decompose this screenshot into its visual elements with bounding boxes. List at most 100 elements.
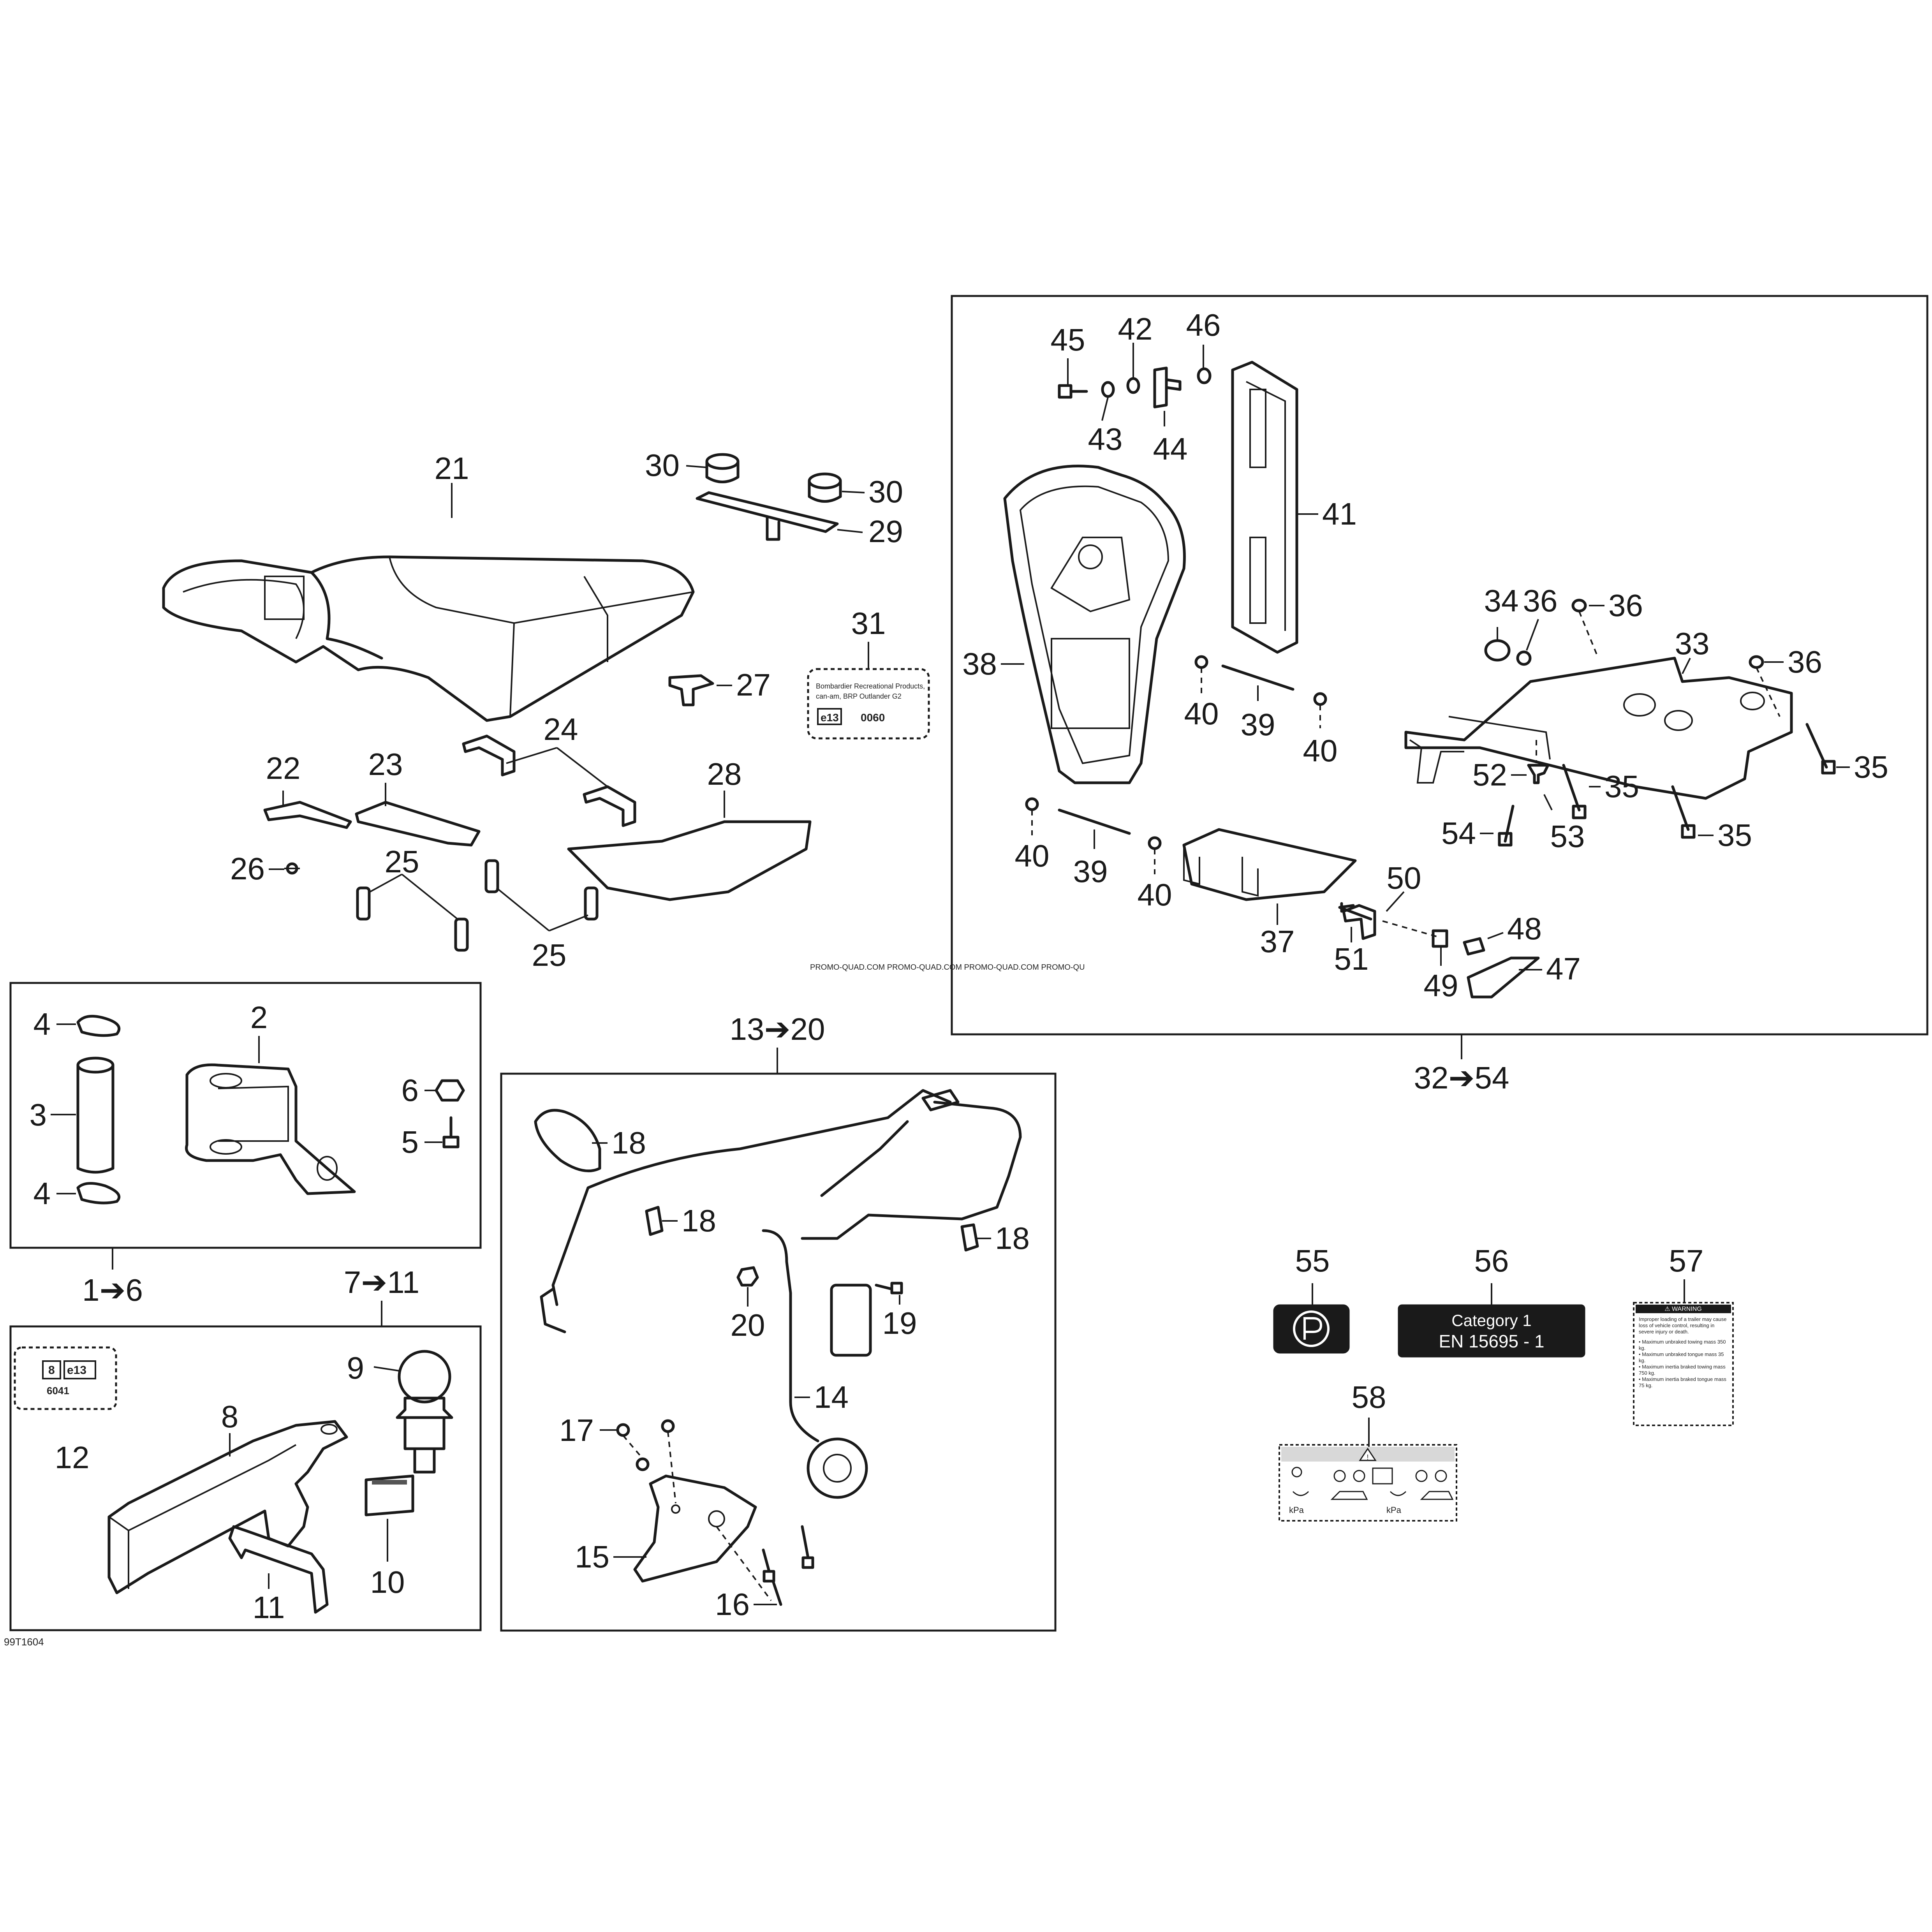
svg-text:EN 15695 - 1: EN 15695 - 1: [1439, 1331, 1544, 1351]
callout-2: 2: [250, 1000, 268, 1035]
decal-10-part: [365, 1474, 414, 1516]
svg-text:e13: e13: [67, 1364, 86, 1377]
callout-20: 20: [731, 1308, 765, 1342]
callout-29: 29: [868, 514, 903, 549]
backrest-support-part: [1231, 361, 1298, 654]
callout-10: 10: [370, 1565, 405, 1599]
callout-23: 23: [368, 747, 403, 782]
warning-triangle-icon: !: [1359, 1448, 1377, 1461]
bracket-44-part: [1153, 366, 1182, 409]
callout-8: 8: [221, 1399, 239, 1434]
bolt-5-part: [442, 1116, 460, 1148]
mirror-bracket-18-part: [534, 1109, 979, 1252]
callout-15: 15: [575, 1539, 609, 1574]
receiver-tube-8-part: [107, 1420, 348, 1594]
backrest-mount-plate-part: [1404, 657, 1793, 800]
svg-text:8: 8: [48, 1364, 55, 1377]
callout-41: 41: [1322, 497, 1357, 531]
pivot-pin-part: [1058, 664, 1294, 835]
callout-24: 24: [544, 712, 578, 747]
atv-icon: [1291, 1467, 1454, 1500]
callout-30-right: 30: [868, 474, 903, 509]
socket-bracket-15-part: [633, 1474, 757, 1583]
callout-35-b: 35: [1717, 818, 1752, 852]
callout-52: 52: [1472, 757, 1507, 792]
hitch-pin-3-part: [76, 1057, 114, 1174]
svg-text:Category 1: Category 1: [1451, 1311, 1531, 1330]
callout-53: 53: [1550, 819, 1585, 854]
parking-brake-icon: [1293, 1310, 1330, 1347]
fastener-part: [1484, 599, 1836, 847]
watermark: PROMO-QUAD.COM PROMO-QUAD.COM PROMO-QUAD…: [810, 963, 1085, 972]
screw-16-part: [762, 1525, 814, 1606]
nut-46-part: [1197, 367, 1212, 384]
callout-27: 27: [736, 667, 771, 702]
callout-17: 17: [559, 1413, 594, 1448]
callout-4-bottom: 4: [33, 1176, 51, 1211]
warning-decal-57: ⚠ WARNING Improper loading of a trailer …: [1633, 1302, 1734, 1426]
group-label-13-20: 13➔20: [730, 1012, 825, 1046]
callout-39-a: 39: [1241, 707, 1275, 742]
harness-group-frame: [500, 1073, 1057, 1632]
svg-text:can-am, BRP Outlander G2: can-am, BRP Outlander G2: [816, 692, 902, 700]
group-label-32-54: 32➔54: [1414, 1060, 1509, 1095]
seat-bracket-part: [462, 734, 636, 827]
latch-hardware-part: [1338, 902, 1540, 999]
callout-11: 11: [252, 1590, 285, 1625]
hitch-bracket-2-part: [185, 1063, 356, 1195]
svg-text:kPa: kPa: [1289, 1505, 1304, 1515]
load-decal-58: ! kPa kPa: [1279, 1444, 1457, 1522]
callout-14: 14: [814, 1380, 849, 1414]
callout-40-c: 40: [1015, 838, 1050, 873]
callout-45: 45: [1051, 322, 1085, 357]
figure-code: 99T1604: [4, 1636, 44, 1648]
callout-12: 12: [55, 1440, 90, 1475]
callout-38: 38: [962, 646, 997, 681]
callout-18-c: 18: [995, 1221, 1030, 1256]
callout-54: 54: [1441, 816, 1476, 851]
hitch-pin-11-part: [228, 1525, 329, 1614]
nut-17-part: [616, 1419, 675, 1471]
callout-33: 33: [1675, 626, 1710, 661]
callout-55: 55: [1295, 1243, 1330, 1278]
callout-5: 5: [402, 1125, 419, 1159]
svg-text:kPa: kPa: [1386, 1505, 1402, 1515]
callout-56: 56: [1474, 1243, 1509, 1278]
seat-latch-bar-part: [696, 491, 839, 541]
spacer-part: [356, 859, 599, 952]
backrest-pad-part: [1003, 465, 1186, 784]
callout-47: 47: [1546, 951, 1581, 986]
group-label-7-11: 7➔11: [344, 1265, 420, 1300]
callout-44: 44: [1153, 431, 1188, 466]
callout-49: 49: [1424, 968, 1458, 1003]
callout-26: 26: [230, 851, 265, 886]
callout-40-d: 40: [1138, 877, 1172, 912]
push-pin-part: [284, 862, 300, 875]
callout-36-c: 36: [1788, 645, 1822, 679]
callout-39-b: 39: [1073, 854, 1108, 889]
category-decal-56: Category 1 EN 15695 - 1: [1398, 1304, 1585, 1358]
callout-43: 43: [1088, 422, 1123, 456]
wiring-harness-14-part: [540, 1089, 1022, 1499]
callout-16: 16: [715, 1587, 750, 1622]
tow-ball-9-part: [396, 1350, 453, 1474]
callout-48: 48: [1507, 911, 1542, 946]
svg-text:e13: e13: [821, 712, 839, 724]
callout-6: 6: [402, 1073, 419, 1108]
nut-20-part: [736, 1266, 759, 1287]
callout-18-a: 18: [611, 1125, 646, 1160]
callout-35-c: 35: [1854, 750, 1888, 784]
callout-34: 34: [1484, 583, 1519, 618]
callout-51: 51: [1334, 942, 1369, 976]
callout-36-a: 36: [1523, 583, 1558, 618]
callout-36-b: 36: [1608, 588, 1643, 623]
hinge-bracket-part: [1182, 828, 1357, 901]
callout-30-left: 30: [645, 448, 680, 483]
svg-text:0060: 0060: [861, 712, 885, 724]
group-label-1-6: 1➔6: [82, 1273, 143, 1307]
callout-57: 57: [1669, 1243, 1704, 1278]
callout-18-b: 18: [682, 1203, 716, 1238]
latch-base-plate-part: [355, 801, 481, 847]
retaining-clip-part: [1025, 655, 1327, 850]
